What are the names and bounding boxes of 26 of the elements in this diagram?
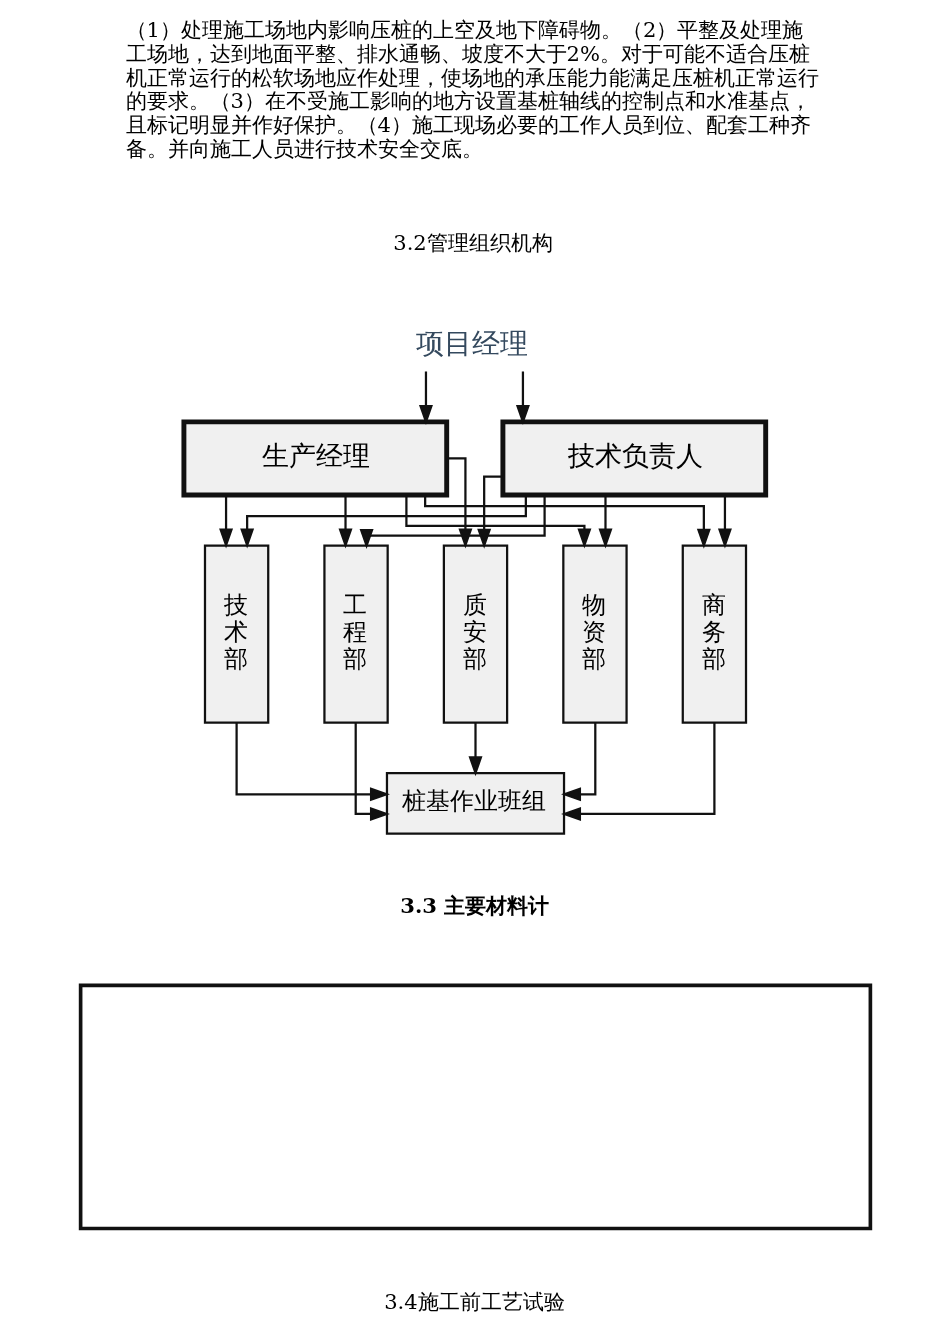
arrow — [338, 495, 352, 549]
arrow — [598, 495, 612, 549]
label: 3.2管理组织机构 — [392, 229, 553, 255]
label: 3.4施工前工艺试验 — [383, 1289, 565, 1315]
node-box — [78, 983, 872, 1231]
arrow — [560, 722, 715, 821]
arrow — [354, 722, 390, 821]
node-box: 桩基作业班组 — [385, 772, 565, 835]
arrow — [560, 722, 596, 802]
node-box: 工程部 — [322, 544, 389, 724]
arrow — [418, 371, 433, 425]
node-box: 生产经理 — [180, 419, 449, 498]
node-box: 商务部 — [681, 544, 747, 724]
node-text: 项目经理 — [415, 327, 528, 361]
arrow — [218, 495, 233, 549]
node-box: 质安部 — [442, 544, 508, 724]
label: 3.3 主要材料计 — [399, 893, 549, 918]
label: （1）处理施工场地内影响压桩的上空及地下障碍物。（2）平整及处理施工场地，达到地面平整、排水通畅、坡度不大于2%。对于可能不适合压桩机正常运行的松软场地应作处理，使场地的承压能力能满足压桩机正常运行的要求。（3）在不受施工影响的地方设置基桩轴线的控制点和水准基点，且标记明显并作好保护。（4）施工现场必要的工作人员到位、配套工种齐备。并向施工人员进行技术安全交底。 — [125, 16, 819, 162]
arrow — [468, 722, 482, 777]
node-box: 物资部 — [561, 544, 628, 724]
arrow — [515, 371, 530, 425]
arrow — [717, 495, 732, 549]
arrow — [476, 475, 503, 549]
arrow — [235, 722, 390, 802]
node-box: 技术负责人 — [499, 419, 768, 498]
node-box: 技术部 — [203, 544, 269, 724]
